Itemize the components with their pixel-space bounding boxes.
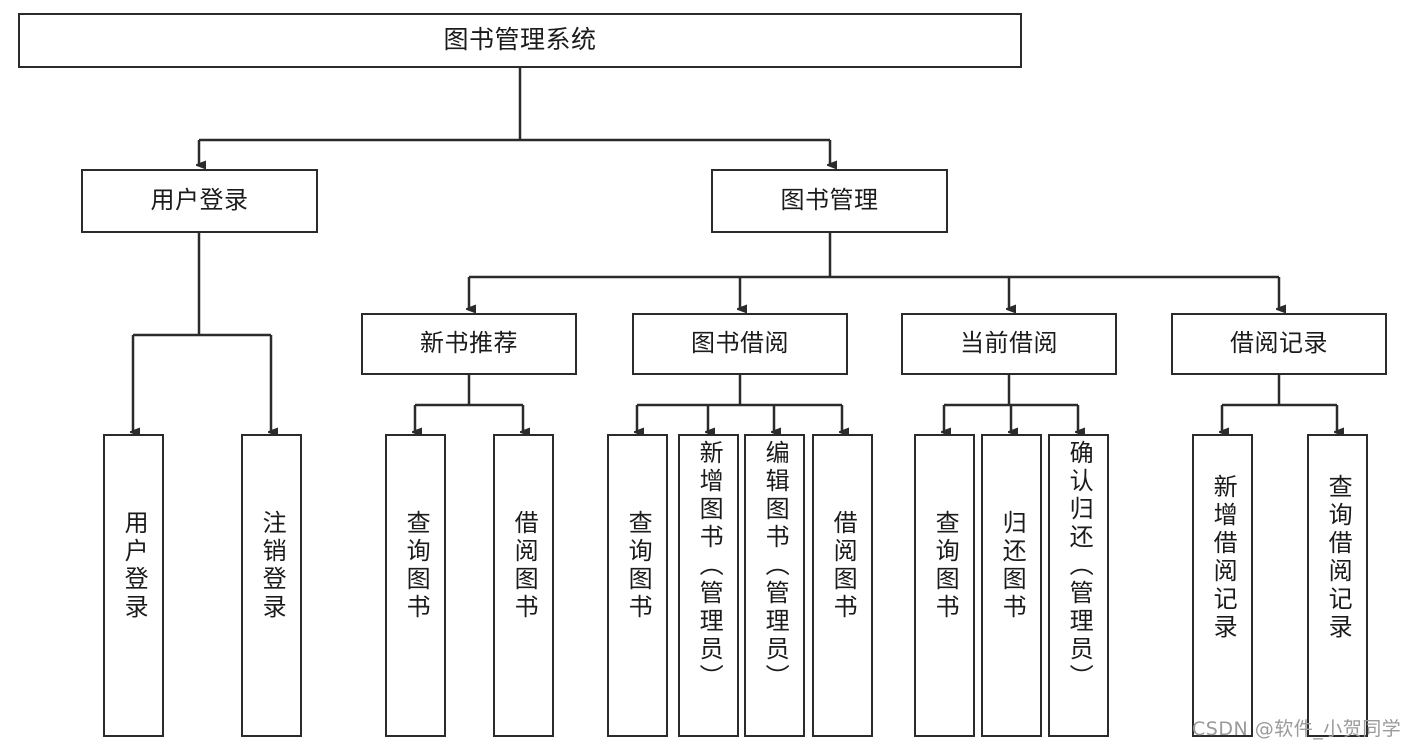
node-current-borrow[interactable]: 当前借阅 [901,313,1117,375]
node-label: 用户登录 [150,186,249,215]
node-label: 确认归还（管理员） [1065,440,1094,692]
node-label: 新增图书（管理员） [695,440,724,692]
node-root-system[interactable]: 图书管理系统 [18,13,1022,68]
leaf-query-book-1[interactable]: 查询图书 [385,434,446,737]
leaf-query-book-2[interactable]: 查询图书 [607,434,668,737]
node-label: 归还图书 [998,510,1027,622]
leaf-borrow-book-2[interactable]: 借阅图书 [812,434,873,737]
node-label: 查询图书 [402,510,431,622]
leaf-confirm-return[interactable]: 确认归还（管理员） [1048,434,1109,737]
node-label: 编辑图书（管理员） [761,440,790,692]
node-borrow-record[interactable]: 借阅记录 [1171,313,1387,375]
node-new-book-recommend[interactable]: 新书推荐 [361,313,577,375]
node-book-management[interactable]: 图书管理 [711,169,948,233]
node-label: 借阅图书 [829,510,858,622]
node-label: 查询借阅记录 [1324,474,1353,642]
leaf-user-login[interactable]: 用户登录 [103,434,164,737]
node-label: 图书管理 [780,186,879,215]
node-label: 新增借阅记录 [1209,474,1238,642]
leaf-logout-login[interactable]: 注销登录 [241,434,302,737]
leaf-query-record[interactable]: 查询借阅记录 [1307,434,1368,737]
node-label: 借阅图书 [510,510,539,622]
node-user-login[interactable]: 用户登录 [81,169,318,233]
leaf-borrow-book-1[interactable]: 借阅图书 [493,434,554,737]
node-label: 查询图书 [931,510,960,622]
leaf-add-record[interactable]: 新增借阅记录 [1192,434,1253,737]
node-label: 查询图书 [624,510,653,622]
leaf-return-book[interactable]: 归还图书 [981,434,1042,737]
node-label: 借阅记录 [1230,329,1328,358]
leaf-add-book[interactable]: 新增图书（管理员） [678,434,739,737]
node-label: 图书管理系统 [443,25,597,55]
node-label: 新书推荐 [420,329,518,358]
leaf-query-book-3[interactable]: 查询图书 [914,434,975,737]
node-label: 用户登录 [120,510,149,622]
node-label: 当前借阅 [960,329,1058,358]
node-label: 图书借阅 [691,329,789,358]
node-label: 注销登录 [258,510,287,622]
leaf-edit-book[interactable]: 编辑图书（管理员） [744,434,805,737]
watermark-text: CSDN @软件_小贺同学 [1192,718,1402,740]
node-book-borrow[interactable]: 图书借阅 [632,313,848,375]
